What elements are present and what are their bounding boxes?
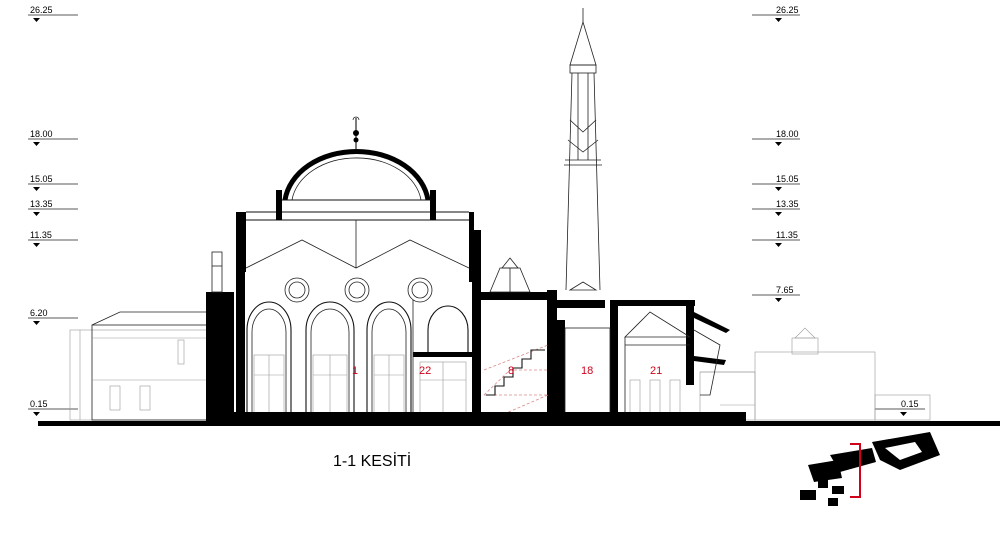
level-label: 18.00 — [30, 129, 53, 139]
level-marker: 0.15 — [28, 399, 78, 416]
room-label: 18 — [581, 365, 593, 377]
key-plan — [800, 432, 940, 506]
level-marker: 15.05 — [28, 174, 78, 191]
right-neighbour-building — [699, 327, 931, 421]
level-label: 13.35 — [776, 199, 799, 209]
level-marker: 15.05 — [752, 174, 800, 191]
level-label: 15.05 — [30, 174, 53, 184]
level-label: 26.25 — [30, 5, 53, 15]
room-label: 22 — [419, 365, 431, 377]
level-label: 7.65 — [776, 285, 794, 295]
level-label: 0.15 — [901, 399, 919, 409]
level-marker: 11.35 — [28, 230, 78, 247]
level-marker: 6.20 — [28, 308, 78, 325]
level-marker: 26.25 — [28, 5, 78, 22]
right-hall-block — [610, 300, 730, 422]
level-label: 0.15 — [30, 399, 48, 409]
room-label: 1 — [352, 365, 358, 377]
level-label: 11.35 — [776, 230, 798, 240]
stair-block — [472, 257, 557, 422]
level-label: 18.00 — [776, 129, 799, 139]
level-marker: 13.35 — [752, 199, 800, 216]
left-neighbour-building — [69, 311, 211, 421]
room-label: 21 — [650, 365, 662, 377]
level-marker: 18.00 — [28, 129, 78, 146]
level-label: 26.25 — [776, 5, 799, 15]
level-marker: 13.35 — [28, 199, 78, 216]
level-markers-left: 26.25 18.00 15.05 13.35 11.35 6.20 — [28, 5, 78, 416]
level-marker: 26.25 — [752, 5, 800, 22]
drawing-title: 1-1 KESİTİ — [333, 451, 411, 470]
level-marker: 11.35 — [752, 230, 800, 247]
level-marker: 7.65 — [752, 285, 800, 302]
level-label: 11.35 — [30, 230, 52, 240]
minaret — [557, 8, 618, 423]
level-marker: 0.15 — [875, 399, 925, 416]
level-label: 15.05 — [776, 174, 799, 184]
room-label: 8 — [508, 365, 514, 377]
level-label: 13.35 — [30, 199, 53, 209]
level-marker: 18.00 — [752, 129, 800, 146]
level-markers-right: 26.25 18.00 15.05 13.35 11.35 7.65 — [752, 5, 925, 416]
level-label: 6.20 — [30, 308, 48, 318]
mosque-main-section — [206, 116, 481, 422]
